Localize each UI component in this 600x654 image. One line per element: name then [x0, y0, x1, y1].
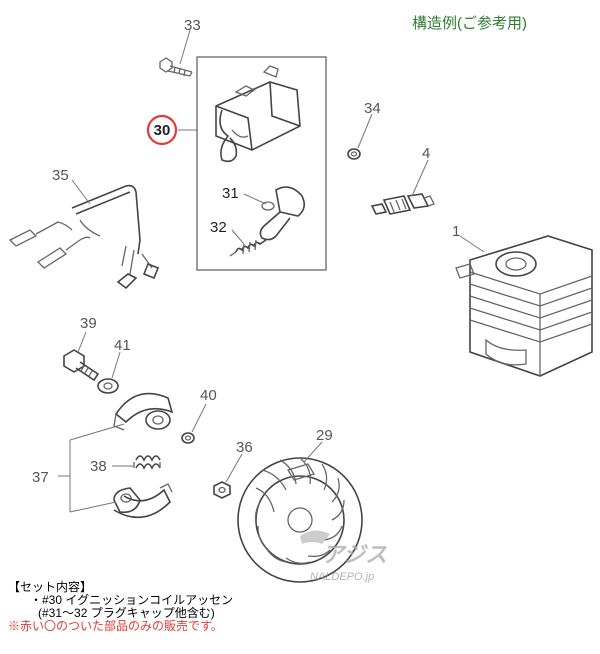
ignition-set-box: [196, 56, 327, 271]
label-35: 35: [52, 167, 69, 184]
leader-29: [303, 441, 323, 463]
label-4: 4: [422, 145, 430, 162]
part-37-clutch-shoe-upper: [113, 392, 174, 431]
part-40-washer: [181, 432, 195, 444]
part-30-ignition-coil: [215, 65, 301, 163]
part-41-washer: [97, 378, 119, 394]
label-39: 39: [80, 315, 97, 332]
label-38: 38: [90, 458, 107, 475]
part-1-cylinder: [455, 235, 593, 377]
set-contents: 【セット内容】 ・#30 イグニッションコイルアッセン (#31～32 プラグキ…: [8, 581, 233, 633]
part-35-wire-harness: [8, 184, 160, 290]
set-contents-line1: ・#30 イグニッションコイルアッセン: [30, 593, 234, 607]
label-41: 41: [114, 337, 131, 354]
leader-1: [459, 235, 485, 253]
part-32-spring: [229, 239, 267, 257]
leader-40: [191, 403, 207, 433]
leader-33: [179, 29, 191, 65]
watermark-logo-text: アジス: [322, 542, 387, 567]
label-1: 1: [452, 223, 460, 240]
label-36: 36: [236, 439, 253, 456]
label-40: 40: [200, 387, 217, 404]
label-29: 29: [316, 427, 333, 444]
leader-4: [411, 159, 429, 197]
set-contents-title: 【セット内容】: [8, 580, 93, 594]
part-34-washer: [347, 148, 361, 160]
part-33-bolt: [159, 57, 193, 77]
highlight-circle-30: [146, 114, 178, 146]
label-31: 31: [222, 185, 239, 202]
label-32: 32: [210, 219, 227, 236]
label-33: 33: [184, 17, 201, 34]
leader-35: [71, 179, 91, 205]
leader-37-bottom: [69, 501, 117, 513]
part-4-spark-plug: [370, 193, 435, 215]
part-39-bolt: [63, 349, 100, 382]
leader-32: [231, 229, 245, 245]
part-38-clutch-spring: [133, 455, 161, 470]
leader-34: [357, 113, 373, 149]
leader-31: [243, 193, 267, 205]
set-contents-note: ※赤い〇のついた部品のみの販売です。: [8, 619, 223, 633]
label-34: 34: [364, 100, 381, 117]
part-29-flywheel: [237, 457, 363, 583]
label-37: 37: [32, 469, 49, 486]
part-37-clutch-shoe-lower: [113, 483, 173, 519]
part-36-nut: [213, 481, 231, 499]
leader-41: [111, 351, 121, 379]
set-contents-line2: (#31～32 プラグキャップ他含む): [38, 606, 215, 620]
leader-37-top: [69, 423, 125, 441]
part-31-plug-cap: [259, 186, 306, 241]
leader-39: [77, 331, 87, 353]
label-30: 30: [154, 122, 171, 139]
diagram-heading: 構造例(ご参考用): [412, 15, 527, 32]
watermark-site: NALDEPO.jp: [310, 571, 374, 583]
leader-36: [225, 453, 243, 483]
watermark-logo: アジス NALDEPO.jp: [300, 530, 387, 583]
